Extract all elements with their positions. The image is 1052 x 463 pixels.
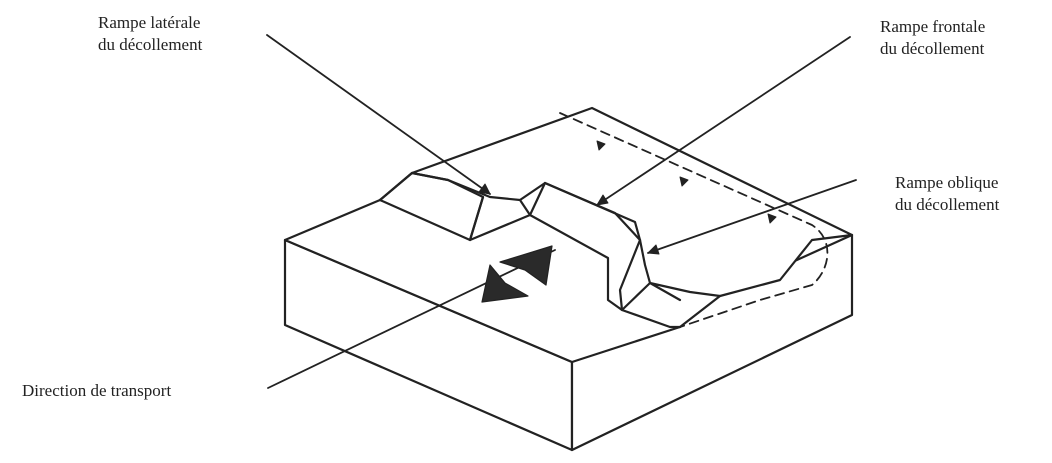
label-transport-direction: Direction de transport (22, 380, 171, 402)
label-oblique-line1: Rampe oblique (895, 172, 999, 194)
label-oblique-line2: du décollement (895, 194, 999, 216)
label-transport-line1: Direction de transport (22, 380, 171, 402)
label-frontal-ramp: Rampe frontale du décollement (880, 16, 985, 60)
label-frontal-line2: du décollement (880, 38, 985, 60)
label-oblique-ramp: Rampe oblique du décollement (895, 172, 999, 216)
label-lateral-line2: du décollement (98, 34, 202, 56)
label-lateral-ramp: Rampe latérale du décollement (98, 12, 202, 56)
label-frontal-line1: Rampe frontale (880, 16, 985, 38)
label-lateral-line1: Rampe latérale (98, 12, 202, 34)
leader-lateral (267, 35, 490, 194)
